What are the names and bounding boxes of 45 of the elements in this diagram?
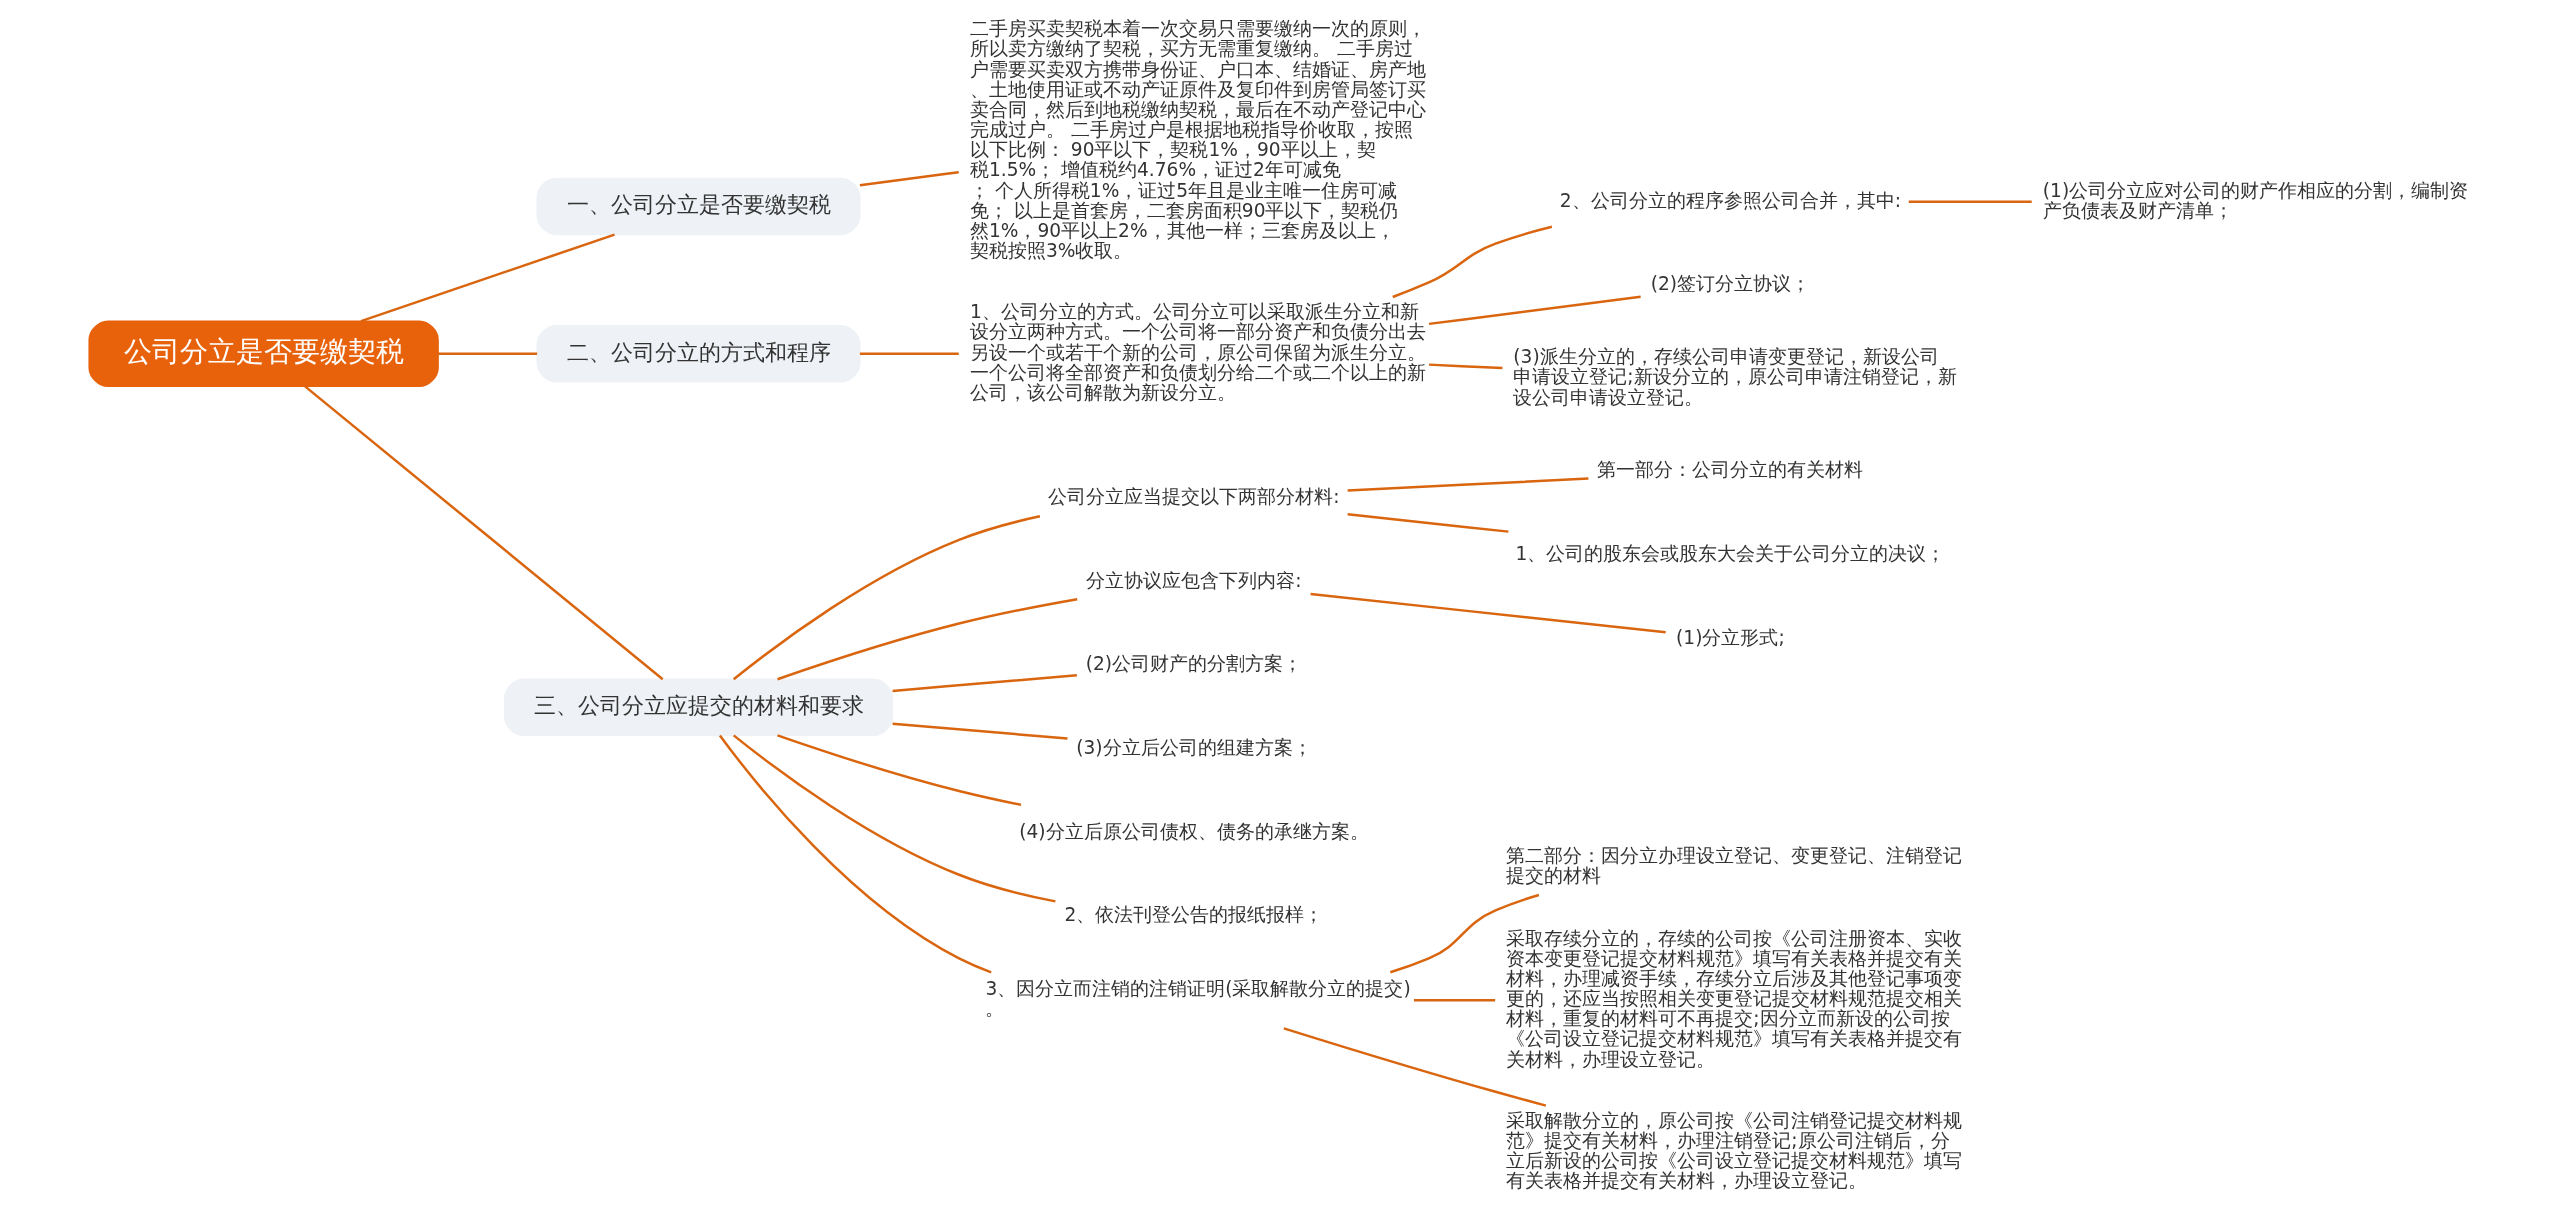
connector [777, 734, 1022, 807]
node-text: 采取存续分立的，存续的公司按《公司注册资本、实收资本变更登记提交材料规范》填写有关表格并提交有关材料，办理减资手续，存续分立后涉及其他登记事项变更的，还应当按照相关变更登记提交材料规范提交相关材料，重复的材料可不再提交;因分立而新设的公司按《公司设立登记提交材料规范》填写有关表格并提交有关材料，办理设立登记。 [1506, 927, 1963, 1070]
node-text: (3)分立后公司的组建方案； [1076, 736, 1312, 758]
node-text: 3、因分立而注销的注销证明(采取解散分立的提交)。 [985, 978, 1411, 1020]
node-text: 采取解散分立的，原公司按《公司注销登记提交材料规范》提交有关材料，办理注销登记;原公司注销后，分立后新设的公司按《公司设立登记提交材料规范》填写有关表格并提交有关材料，办理设立登记。 [1506, 1109, 1963, 1192]
node-text: (1)分立形式; [1676, 626, 1785, 648]
node-text: 分立协议应包含下列内容: [1086, 569, 1302, 591]
node-text: (1)公司分立应对公司的财产作相应的分割，编制资产负债表及财产清单； [2042, 179, 2469, 221]
connector [360, 233, 615, 323]
connector [1414, 999, 1496, 1002]
connector [892, 674, 1077, 693]
connector [732, 734, 1056, 903]
node-box: 公司分立是否要缴契税 [88, 320, 439, 388]
connector [892, 722, 1068, 740]
connector [1310, 592, 1666, 634]
node-text: 2、依法刊登公告的报纸报样； [1064, 904, 1324, 926]
node-text: (2)签订分立协议； [1650, 273, 1811, 295]
connector [859, 171, 959, 187]
node-text: 第二部分：因分立办理设立登记、变更登记、注销登记提交的材料 [1506, 844, 1963, 886]
node-text: 第一部分：公司分立的有关材料 [1597, 459, 1864, 481]
connector [859, 352, 959, 355]
node-text: (2)公司财产的分割方案； [1085, 653, 1303, 675]
connector [1429, 363, 1503, 370]
node-text: 公司分立应当提交以下两部分材料: [1048, 485, 1340, 507]
node-text: 1、公司的股东会或股东大会关于公司分立的决议； [1515, 543, 1946, 565]
connector [718, 734, 992, 974]
node-text: (4)分立后原公司债权、债务的承继方案。 [1019, 820, 1369, 842]
node-box: 三、公司分立应提交的材料和要求 [503, 678, 894, 736]
connector [1347, 477, 1589, 492]
connector [732, 515, 1041, 681]
connector [1392, 225, 1553, 299]
node-text: (3)派生分立的，存续公司申请变更登记，新设公司申请设立登记;新设分立的，原公司申请注销登记，新设公司申请设立登记。 [1513, 346, 1957, 408]
node-text: 1、公司分立的方式。公司分立可以采取派生分立和新设分立两种方式。一个公司将一部分资产和负债分出去另设一个或若干个新的公司，原公司保留为派生分立。一个公司将全部资产和负债划分给二个或二个以上的新公司，该公司解散为新设分立。 [969, 301, 1426, 403]
node-box: 一、公司分立是否要缴契税 [536, 177, 861, 236]
node-text: 二手房买卖契税本着一次交易只需要缴纳一次的原则，所以卖方缴纳了契税，买方无需重复缴纳。 二手房过户需要买卖双方携带身份证、户口本、结婚证、房产地、土地使用证或不动产证原件及复印件到房管局签订买卖合同，然后到地税缴纳契税，最后在不动产登记中心完成过户。 二手房过户是根据地税指导价收取，按照以下比例： 90平以下，契税1%，90平以上，契税1.5%； 增值税约4.76%，证过2年可减免； 个人所得税1%，证过5年且是业主唯一住房可减免； 以上是首套房，二套房面积90平以下，契税仍然1%，90平以上2%，其他一样；三套房及以上，契税按照3%收取。 [969, 18, 1426, 262]
connector [1390, 893, 1540, 974]
connector [1908, 200, 2032, 204]
connector [1428, 295, 1641, 326]
node-box: 二、公司分立的方式和程序 [536, 325, 861, 383]
connector [1347, 513, 1509, 533]
node-text: 2、公司分立的程序参照公司合并，其中: [1559, 189, 1901, 211]
connector [1283, 1027, 1547, 1107]
connector [777, 597, 1078, 681]
connector [304, 385, 664, 681]
connector [438, 352, 538, 355]
